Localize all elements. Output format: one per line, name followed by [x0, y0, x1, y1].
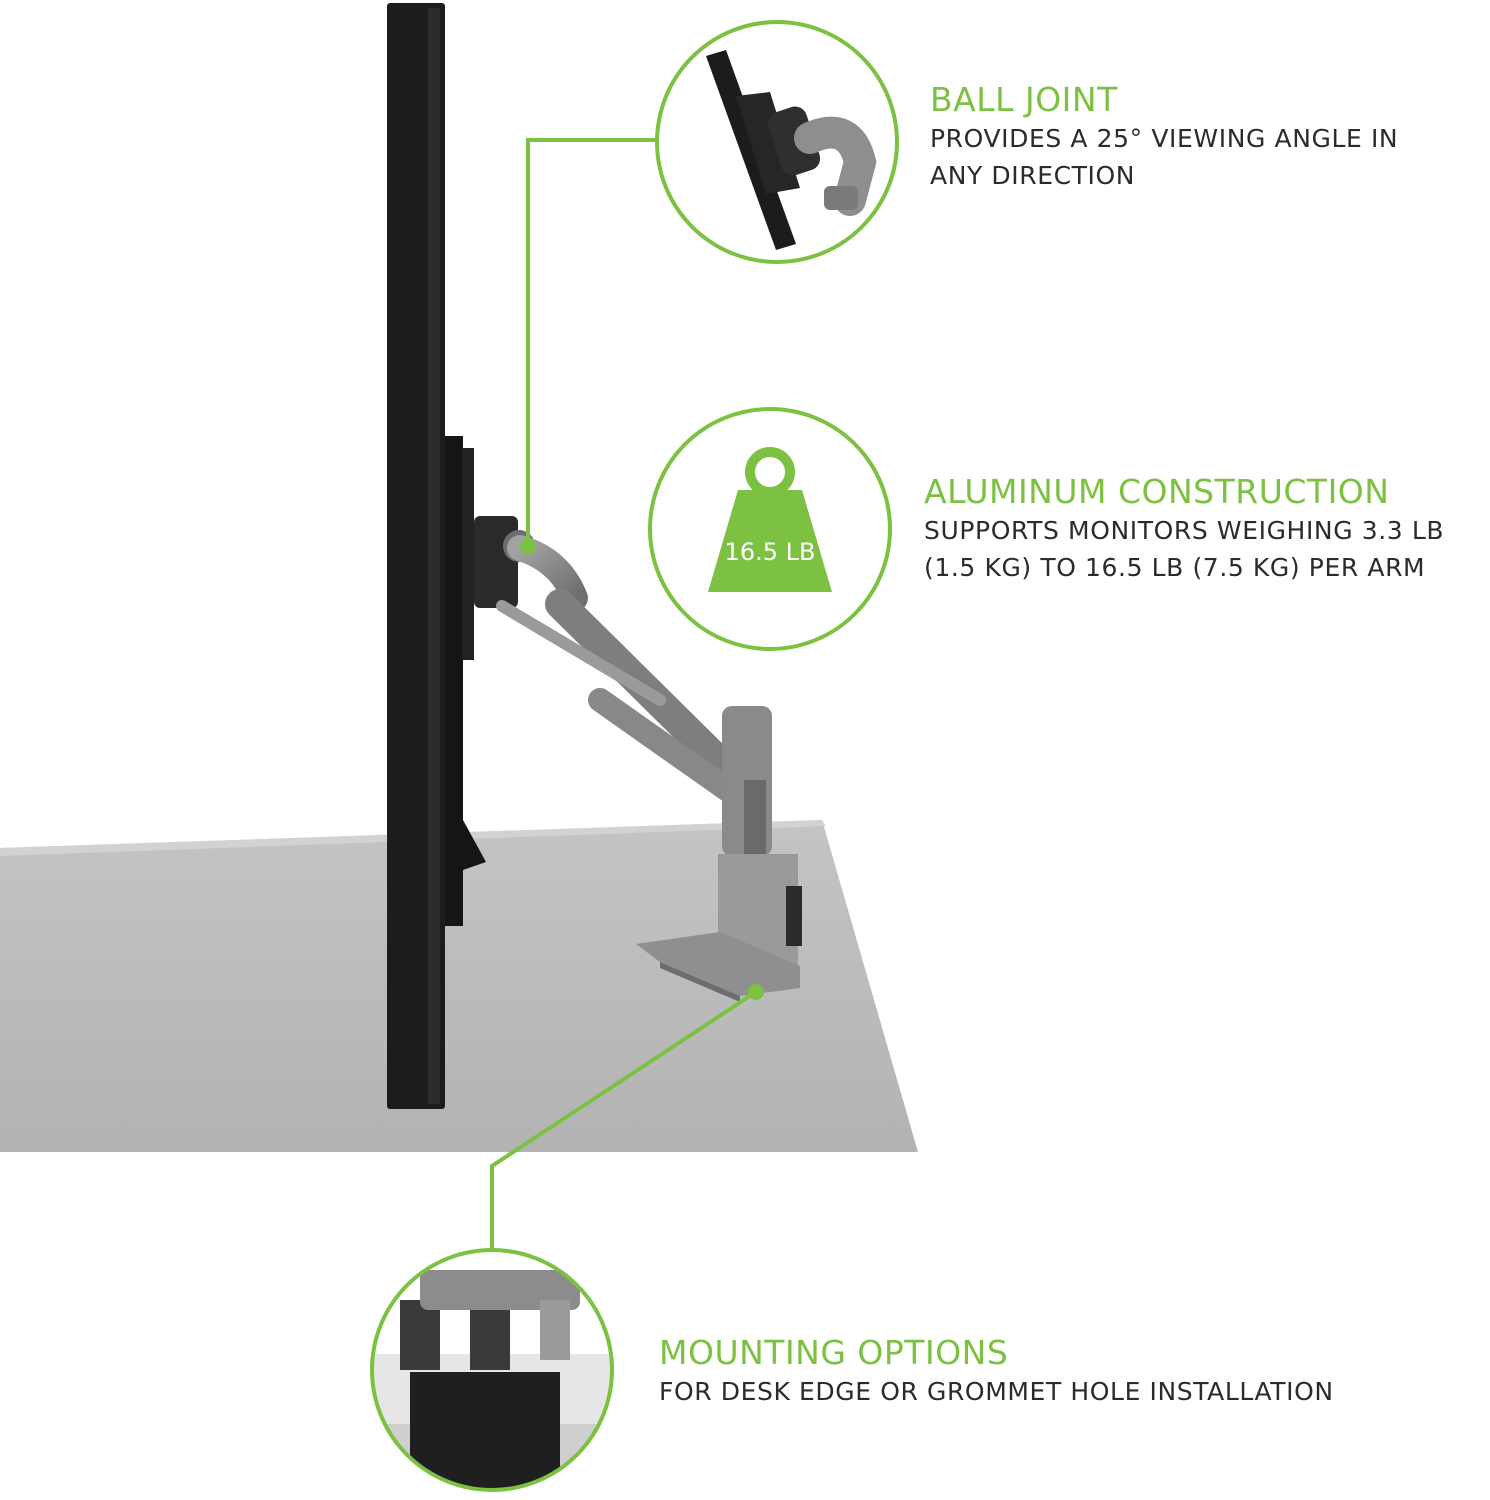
monitor-arm — [496, 530, 802, 1002]
ball-joint-title: BALL JOINT — [930, 80, 1118, 119]
aluminum-callout: 16.5 LB — [648, 407, 892, 651]
ball-joint-desc-line-2: ANY DIRECTION — [930, 161, 1136, 190]
aluminum-desc-line-2: (1.5 KG) TO 16.5 LB (7.5 KG) PER ARM — [924, 553, 1426, 582]
mount-marker — [748, 984, 764, 1000]
mounting-callout — [370, 1248, 614, 1492]
feature-mounting-options: MOUNTING OPTIONS FOR DESK EDGE OR GROMME… — [659, 1333, 1334, 1410]
callout-lines — [490, 138, 758, 1250]
ball-joint-desc-line-1: PROVIDES A 25° VIEWING ANGLE IN — [930, 124, 1399, 153]
weight-icon — [708, 447, 832, 592]
mounting-desc-line-1: FOR DESK EDGE OR GROMMET HOLE INSTALLATI… — [659, 1377, 1334, 1406]
mounting-title: MOUNTING OPTIONS — [659, 1333, 1009, 1372]
weight-label: 16.5 LB — [725, 538, 816, 566]
aluminum-title: ALUMINUM CONSTRUCTION — [924, 472, 1390, 511]
ball-joint-marker — [520, 538, 536, 554]
feature-aluminum-construction: ALUMINUM CONSTRUCTION SUPPORTS MONITORS … — [924, 472, 1444, 586]
ball-joint-callout — [655, 20, 899, 264]
feature-ball-joint: BALL JOINT PROVIDES A 25° VIEWING ANGLE … — [930, 80, 1398, 194]
aluminum-desc-line-1: SUPPORTS MONITORS WEIGHING 3.3 LB — [924, 516, 1445, 545]
